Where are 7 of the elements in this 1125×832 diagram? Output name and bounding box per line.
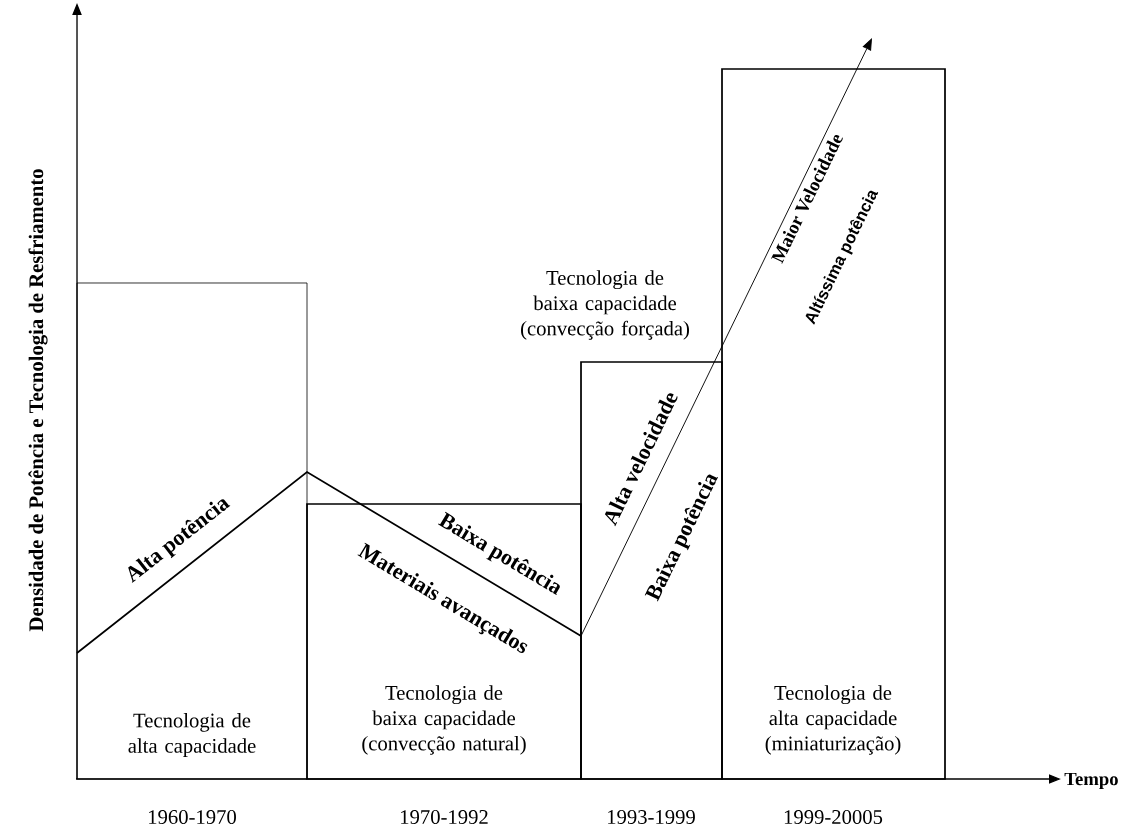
year-label: 1999-20005 xyxy=(784,810,883,824)
node-label: Tecnologia de baixa capacidade (convecção forçada) xyxy=(521,270,690,340)
year-label: 1993-1999 xyxy=(608,810,695,824)
year-label: 1970-1992 xyxy=(401,810,488,824)
year-label: 1960-1970 xyxy=(149,810,236,824)
axis-title: Tempo xyxy=(1064,772,1118,790)
axis-title: Densidade de Potência e Tecnologia de Resfriamento xyxy=(28,169,48,632)
